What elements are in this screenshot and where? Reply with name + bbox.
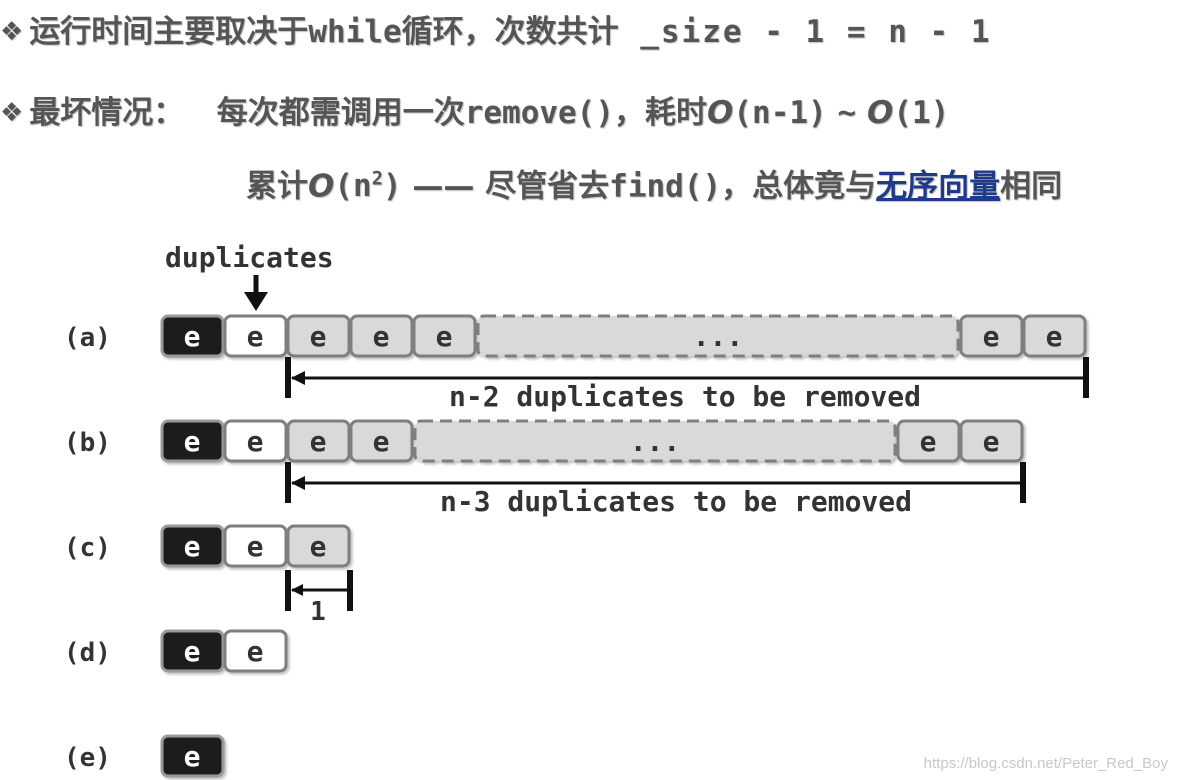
- text-segment: ，总体竟与: [721, 168, 877, 205]
- cell-white: [223, 629, 288, 673]
- range-arrow-head-icon: [291, 371, 305, 385]
- text-segment: 每次都需调用一次: [216, 95, 465, 131]
- cell-text: e: [310, 320, 327, 353]
- complexity-arg: (n2): [334, 168, 402, 205]
- code-remove: remove(): [464, 95, 615, 131]
- code-while: while: [308, 14, 402, 50]
- cell-text: e: [1046, 320, 1063, 353]
- code-expression: _size - 1 = n - 1: [640, 14, 992, 50]
- duplicates-arrow-head-icon: [244, 292, 268, 311]
- text-segment: 尽管省去: [485, 168, 610, 205]
- row-label-b: (b): [64, 428, 111, 458]
- text-segment: 相同: [1000, 168, 1063, 205]
- big-o: O: [308, 168, 335, 205]
- diamond-bullet-icon: ❖: [0, 98, 24, 128]
- complexity-arg: (1): [893, 95, 950, 131]
- range-label: n-2 duplicates to be removed: [449, 380, 921, 413]
- cell-gray: [349, 314, 414, 358]
- cell-text: e: [983, 425, 1000, 458]
- cell-text: e: [983, 320, 1000, 353]
- row-label-a: (a): [64, 323, 111, 353]
- range-label: 1: [310, 597, 326, 627]
- summary-line-3: 累计O(n2) —— 尽管省去find()，总体竟与无序向量相同: [246, 160, 1062, 206]
- cell-gray: [959, 419, 1024, 463]
- cell-black: [160, 524, 225, 568]
- cell-gray: [349, 419, 414, 463]
- row-b: e e e e ... e e n-3 duplicates to be rem…: [160, 419, 1026, 518]
- text-segment: ，耗时: [614, 95, 708, 131]
- cell-ellipsis: [476, 314, 960, 358]
- worst-case-label: 最坏情况：: [29, 95, 185, 131]
- big-o: O: [707, 95, 734, 131]
- cell-text: e: [247, 425, 264, 458]
- diamond-bullet-icon: ❖: [0, 17, 24, 47]
- cell-text: e: [184, 425, 201, 458]
- ellipsis-text: ...: [693, 320, 744, 353]
- cell-gray: [286, 314, 351, 358]
- cell-black: [160, 629, 225, 673]
- big-o: O: [866, 95, 894, 131]
- cell-gray: [286, 419, 351, 463]
- cell-text: e: [247, 635, 264, 668]
- cell-white: [223, 419, 288, 463]
- text-segment: 循环，次数共计: [401, 14, 619, 50]
- cell-text: e: [247, 530, 264, 563]
- cell-gray: [896, 419, 961, 463]
- cell-white: [223, 524, 288, 568]
- summary-line-2: ❖最坏情况： 每次都需调用一次remove()，耗时O(n-1) ~ O(1): [0, 93, 949, 133]
- row-e: e: [160, 734, 225, 778]
- cell-gray: [412, 314, 477, 358]
- cell-white: [223, 314, 288, 358]
- row-label-e: (e): [64, 743, 111, 773]
- em-dash: ——: [412, 168, 475, 205]
- summary-line-1: ❖运行时间主要取决于while循环，次数共计 _size - 1 = n - 1: [0, 12, 992, 52]
- cell-black: [160, 314, 225, 358]
- range-arrow-head-icon: [291, 476, 305, 490]
- cell-text: e: [184, 530, 201, 563]
- complexity-arg: (n-1): [733, 95, 827, 131]
- cell-black: [160, 419, 225, 463]
- cell-text: e: [310, 425, 327, 458]
- row-d: e e: [160, 629, 288, 673]
- watermark: https://blog.csdn.net/Peter_Red_Boy: [924, 755, 1169, 772]
- cell-black: [160, 734, 225, 778]
- row-a: e e e e e ... e e n-2 duplicates to be r…: [160, 314, 1089, 413]
- range-arrow-head-icon: [291, 584, 303, 596]
- range-label: n-3 duplicates to be removed: [440, 485, 912, 518]
- cell-text: e: [184, 740, 201, 773]
- tilde: ~: [837, 95, 857, 131]
- row-label-c: (c): [64, 533, 111, 563]
- row-c: e e e 1: [160, 524, 353, 627]
- cell-gray: [286, 524, 351, 568]
- cell-text: e: [310, 530, 327, 563]
- duplicates-label: duplicates: [165, 241, 334, 274]
- text-segment: 累计: [246, 168, 308, 205]
- cell-text: e: [247, 320, 264, 353]
- text-segment: 运行时间主要取决于: [29, 14, 309, 50]
- cell-gray: [1022, 314, 1087, 358]
- code-find: find(): [609, 168, 722, 205]
- cell-gray: [959, 314, 1024, 358]
- cell-ellipsis: [413, 419, 897, 463]
- ellipsis-text: ...: [630, 425, 681, 458]
- cell-text: e: [184, 320, 201, 353]
- cell-text: e: [373, 320, 390, 353]
- row-label-d: (d): [64, 638, 111, 668]
- cell-text: e: [436, 320, 453, 353]
- cell-text: e: [373, 425, 390, 458]
- cell-text: e: [184, 635, 201, 668]
- cell-text: e: [920, 425, 937, 458]
- unsorted-vector-link[interactable]: 无序向量: [876, 168, 1001, 205]
